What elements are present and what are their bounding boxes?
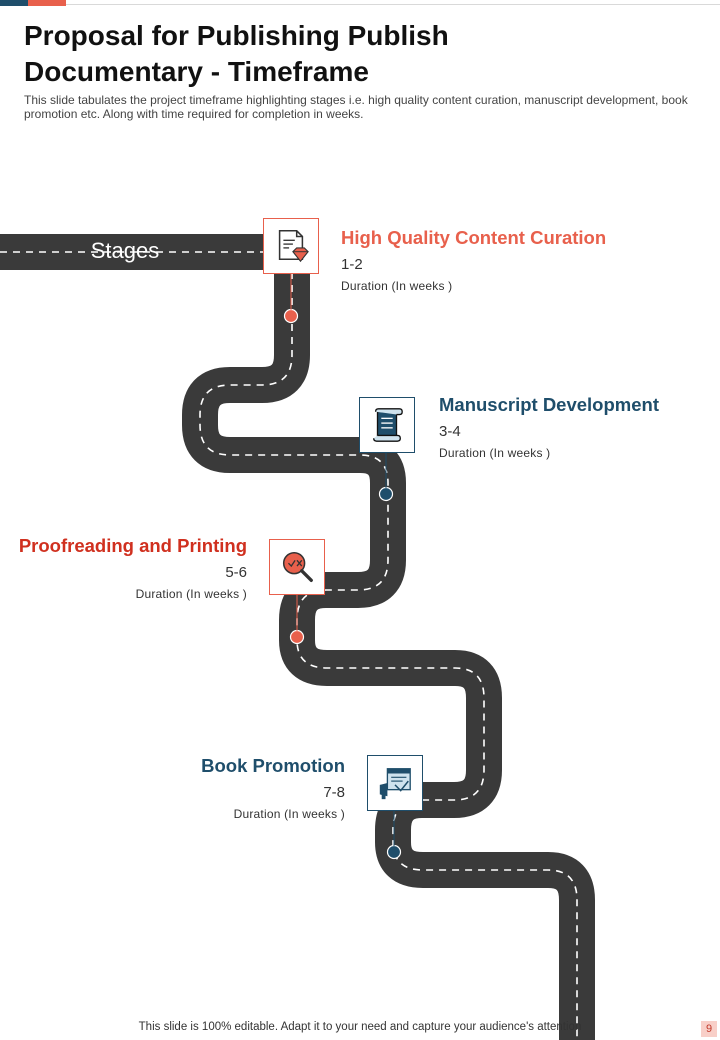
stage-3-icon-box xyxy=(269,539,325,595)
accent-red-segment xyxy=(28,0,66,6)
stage-4-weeks: 7-8 xyxy=(323,784,345,801)
stage-2: Manuscript Development 3-4 Duration (In … xyxy=(439,393,659,461)
road-stages-label: Stages xyxy=(90,238,160,263)
top-accent-bar xyxy=(0,0,720,6)
megaphone-screen-icon xyxy=(379,768,411,800)
stage-2-weeks: 3-4 xyxy=(439,423,461,440)
stage-1-icon-box xyxy=(263,218,319,274)
stage-4-duration-label: Duration (In weeks ) xyxy=(233,807,345,821)
stage-1-name: High Quality Content Curation xyxy=(341,227,607,248)
stage-4: Book Promotion 7-8 Duration (In weeks ) xyxy=(150,754,345,822)
magnifier-check-icon xyxy=(282,551,313,582)
header-rule xyxy=(66,4,720,5)
stage-marker-3 xyxy=(289,629,305,645)
accent-dark-segment xyxy=(0,0,28,6)
stage-4-icon-box xyxy=(367,755,423,811)
stage-1-duration-label: Duration (In weeks ) xyxy=(341,279,453,293)
stage-3: Proofreading and Printing 5-6 Duration (… xyxy=(12,534,247,602)
stage-1: High Quality Content Curation 1-2 Durati… xyxy=(341,226,606,294)
stage-3-duration-label: Duration (In weeks ) xyxy=(135,587,247,601)
stage-2-duration-label: Duration (In weeks ) xyxy=(439,446,551,460)
footer-note: This slide is 100% editable. Adapt it to… xyxy=(138,1021,582,1033)
stage-1-weeks: 1-2 xyxy=(341,256,363,273)
document-diamond-icon xyxy=(278,230,309,263)
scroll-icon xyxy=(373,408,403,442)
stage-2-icon-box xyxy=(359,397,415,453)
page-subtitle: This slide tabulates the project timefra… xyxy=(24,93,688,121)
stage-3-name: Proofreading and Printing xyxy=(18,535,247,556)
stage-marker-2 xyxy=(378,486,394,502)
page-number: 9 xyxy=(701,1021,717,1037)
stage-4-name: Book Promotion xyxy=(201,755,345,776)
page-title: Proposal for Publishing Publish Document… xyxy=(24,20,449,87)
stage-2-name: Manuscript Development xyxy=(439,394,659,415)
stage-marker-4 xyxy=(386,844,402,860)
stage-3-weeks: 5-6 xyxy=(225,564,247,581)
road-asphalt xyxy=(0,234,595,1040)
stage-marker-1 xyxy=(283,308,299,324)
